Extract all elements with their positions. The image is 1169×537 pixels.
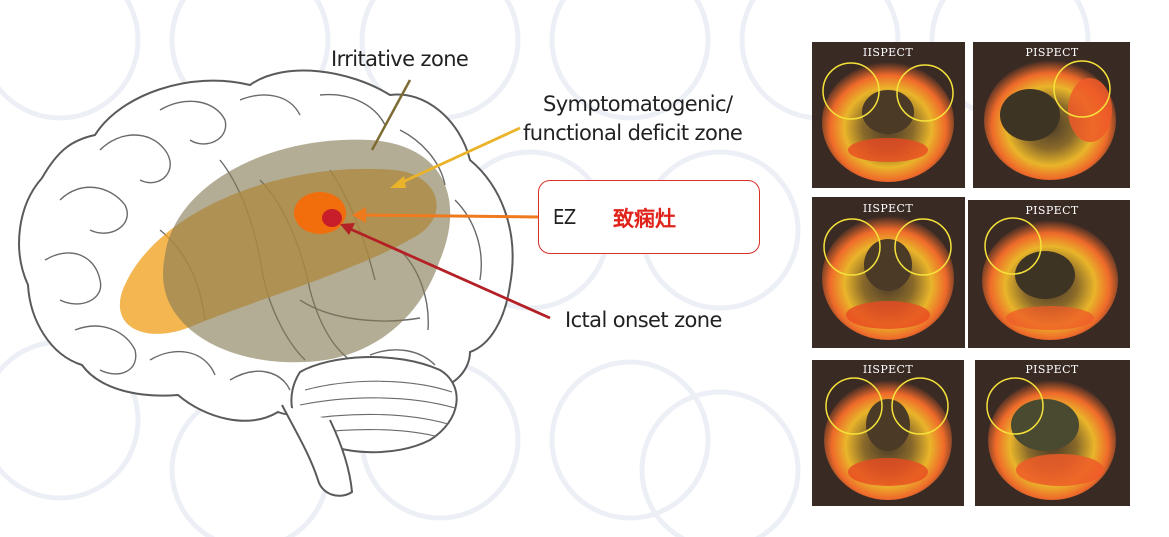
spect-panel: PISPECT <box>973 42 1130 188</box>
ez-callout-box: EZ 致痫灶 <box>538 180 760 254</box>
ictal-onset-arrow <box>340 223 551 320</box>
spect-panel-title: PISPECT <box>1025 46 1079 59</box>
spect-panel: IISPECT <box>812 197 965 348</box>
spect-panel-title: IISPECT <box>863 46 913 59</box>
symptomatogenic-label-line1: Symptomatogenic/ <box>543 92 733 116</box>
symptomatogenic-label-line2: functional deficit zone <box>523 121 743 145</box>
spect-panel: PISPECT <box>975 360 1130 506</box>
irritative-zone <box>163 139 451 363</box>
spect-panel-title: PISPECT <box>1025 363 1079 376</box>
spect-panel: IISPECT <box>812 360 964 506</box>
irritative-leader-line <box>370 79 412 151</box>
ez-arrow <box>352 207 541 223</box>
irritative-zone-label: Irritative zone <box>331 47 469 71</box>
spect-panel: PISPECT <box>968 200 1130 348</box>
ictal-onset-core <box>322 209 342 227</box>
ez-code-label: EZ <box>553 205 576 229</box>
ez-chinese-label: 致痫灶 <box>613 207 676 231</box>
ictal-onset-zone-label: Ictal onset zone <box>565 308 722 332</box>
brain-stem <box>281 404 354 497</box>
spect-panel-title: IISPECT <box>863 363 913 376</box>
spect-panel-title: IISPECT <box>863 202 913 215</box>
symptomatogenic-arrow <box>390 126 521 188</box>
spect-panel: IISPECT <box>812 42 965 188</box>
spect-panel-title: PISPECT <box>1025 204 1079 217</box>
